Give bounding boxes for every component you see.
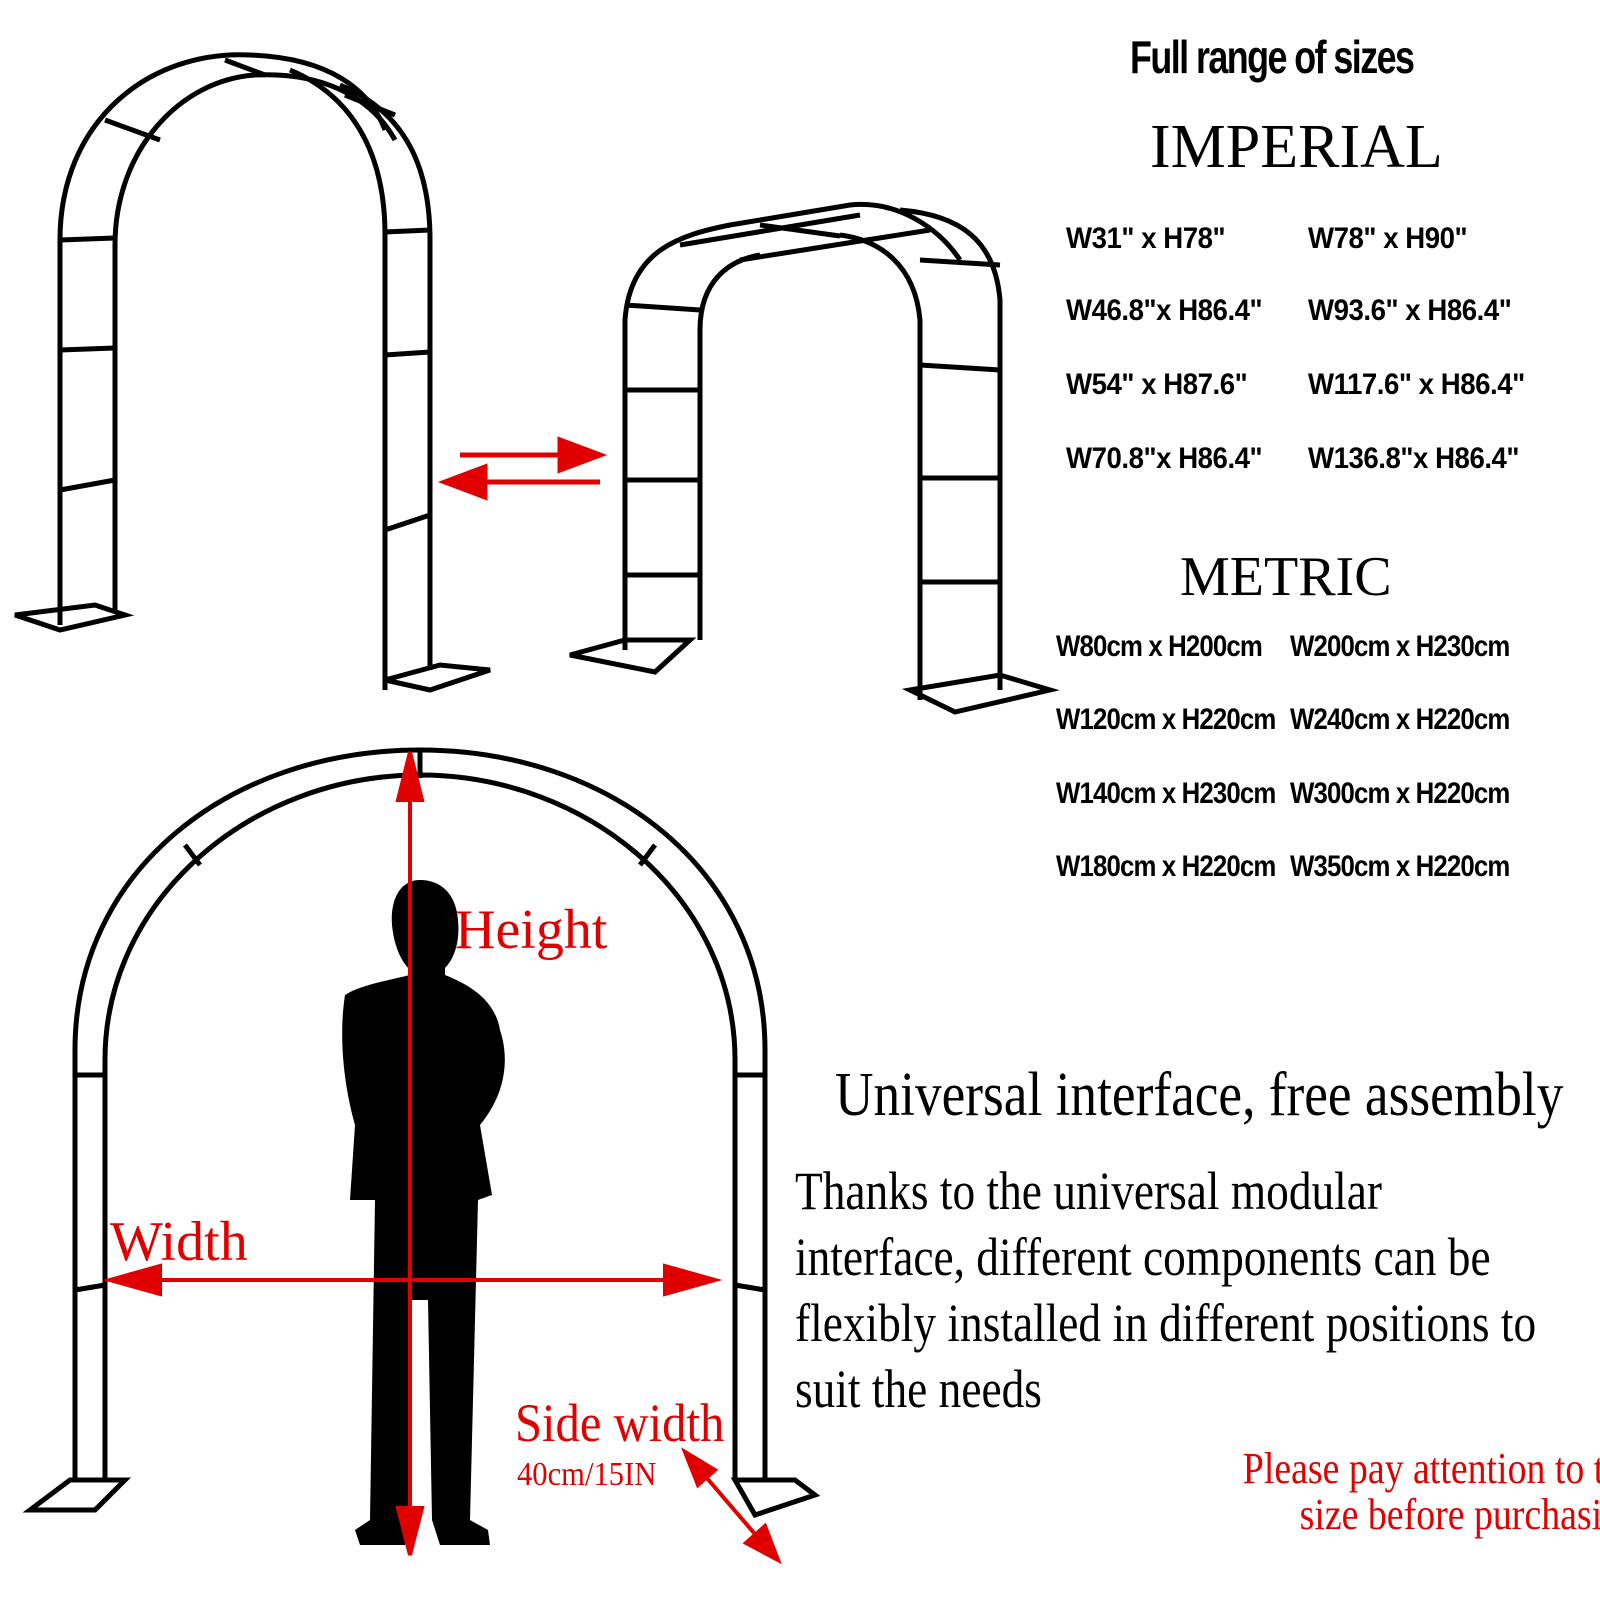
page-title: Full range of sizes <box>1130 31 1415 83</box>
side-width-arrow <box>680 1447 782 1565</box>
metric-heading: METRIC <box>1180 546 1392 608</box>
feature-description: Thanks to the universal modular interfac… <box>795 1161 1537 1419</box>
imperial-heading: IMPERIAL <box>1150 113 1443 181</box>
notice-line-1: Please pay attention to the <box>1242 1444 1600 1493</box>
metric-size-item: W140cm x H230cm <box>1056 777 1276 810</box>
metric-size-item: W240cm x H220cm <box>1290 703 1510 736</box>
height-label: Height <box>455 899 608 961</box>
notice-line-2: size before purchasing <box>1299 1490 1600 1539</box>
width-label: Width <box>110 1211 248 1273</box>
width-arrow <box>102 1263 723 1297</box>
metric-size-item: W300cm x H220cm <box>1290 777 1510 810</box>
height-arrow <box>395 751 425 1556</box>
narrow-arch-drawing <box>14 52 491 693</box>
imperial-size-item: W136.8"x H86.4" <box>1308 442 1520 475</box>
purchase-notice: Please pay attention to the size before … <box>1176 1446 1600 1538</box>
imperial-size-item: W54" x H87.6" <box>1066 368 1248 401</box>
side-width-label: Side width <box>515 1393 725 1453</box>
metric-size-item: W200cm x H230cm <box>1290 630 1510 663</box>
imperial-size-item: W78" x H90" <box>1308 222 1468 255</box>
imperial-size-item: W46.8"x H86.4" <box>1066 294 1263 327</box>
wide-arch-drawing <box>569 201 1060 715</box>
dimension-arch-drawing <box>22 747 821 1519</box>
feature-title: Universal interface, free assembly <box>835 1061 1564 1129</box>
swap-arrows <box>437 436 608 501</box>
imperial-size-item: W31" x H78" <box>1066 222 1226 255</box>
metric-size-item: W120cm x H220cm <box>1056 703 1276 736</box>
metric-size-item: W350cm x H220cm <box>1290 850 1510 883</box>
side-width-value: 40cm/15IN <box>517 1456 657 1493</box>
person-silhouette <box>342 880 505 1545</box>
metric-size-item: W180cm x H220cm <box>1056 850 1276 883</box>
metric-size-item: W80cm x H200cm <box>1056 630 1263 663</box>
imperial-size-item: W117.6" x H86.4" <box>1308 368 1525 401</box>
imperial-size-item: W70.8"x H86.4" <box>1066 442 1263 475</box>
imperial-size-item: W93.6" x H86.4" <box>1308 294 1512 327</box>
